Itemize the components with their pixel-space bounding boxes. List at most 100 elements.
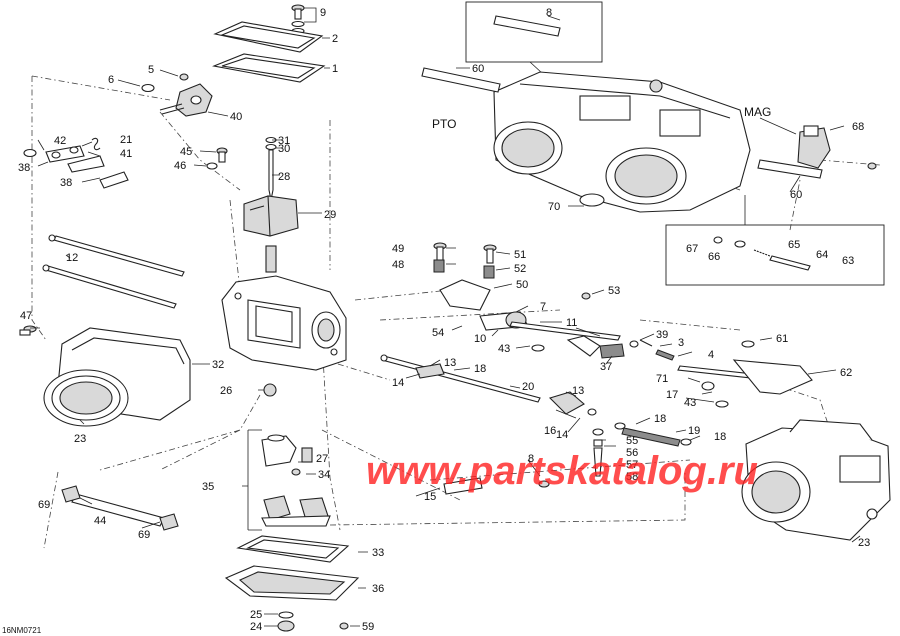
callout-53: 53 [608,285,620,297]
callout-31: 31 [278,135,290,147]
watermark-text: www.partskatalog.ru [366,449,758,493]
callout-35: 35 [202,481,214,493]
callout-39: 39 [656,329,668,341]
callout-56: 56 [626,447,638,459]
screw-68 [867,162,877,170]
callout-21: 21 [120,134,132,146]
callout-38-top: 38 [18,162,30,174]
callout-37: 37 [600,361,612,373]
callout-30: 30 [278,143,290,155]
callout-71: 71 [656,373,668,385]
callout-60-top: 60 [472,63,484,75]
callout-8-center: 8 [528,453,534,465]
callout-27: 27 [316,453,328,465]
bowl-gasket-33 [236,535,350,563]
callout-18-lower: 18 [714,431,726,443]
callout-32: 32 [212,359,224,371]
rod-60-top [421,67,501,93]
float-bowl-36 [224,565,360,601]
callout-59: 59 [362,621,374,633]
callout-44: 44 [94,515,106,527]
callout-23-right: 23 [858,537,870,549]
callout-19: 19 [688,425,700,437]
rod-8-top [493,15,561,37]
callout-61: 61 [776,333,788,345]
callout-24: 24 [250,621,262,633]
throttle-body-main [221,275,347,371]
callout-3: 3 [678,337,684,349]
needle-valve-55-58 [592,428,604,477]
callout-66: 66 [708,251,720,263]
callout-69-right: 69 [138,529,150,541]
plug-70 [579,193,605,207]
screw-59 [339,622,349,630]
callout-1: 1 [332,63,338,75]
washer-6 [141,83,155,93]
callout-67: 67 [686,243,698,255]
callout-17: 17 [666,389,678,401]
lever-11 [566,335,601,357]
callout-43-right: 43 [684,397,696,409]
callout-14-right: 14 [556,429,568,441]
clip-5 [179,73,189,81]
label-pto: PTO [432,117,456,131]
callout-64: 64 [816,249,828,261]
callout-9: 9 [320,7,326,19]
callout-5: 5 [148,64,154,76]
screw-53 [581,292,591,300]
callout-54: 54 [432,327,444,339]
nut-26 [263,383,277,397]
callout-12: 12 [66,252,78,264]
callout-41: 41 [120,148,132,160]
assembly-line-left [31,75,331,549]
sensor-68 [797,125,831,169]
callout-28: 28 [278,171,290,183]
drain-plug-24 [277,620,295,632]
cover-plate-2 [213,21,324,53]
screw-45-46 [206,147,228,170]
callout-43-center: 43 [498,343,510,355]
callout-26: 26 [220,385,232,397]
carburetor-right [741,419,891,541]
callout-13-left: 13 [444,357,456,369]
callout-18-upper: 18 [654,413,666,425]
assembly-line-right [639,159,881,431]
needle-28 [265,136,277,201]
inset-parts-63-67 [713,236,811,271]
lever-16 [548,391,597,416]
callout-47: 47 [20,310,32,322]
shaft-rods-14-20 [380,354,541,403]
pin-part-top [265,245,277,273]
callout-50: 50 [516,279,528,291]
callout-62: 62 [840,367,852,379]
rod-60-lower [757,159,823,179]
choke-lever-40 [159,83,213,117]
callout-65: 65 [788,239,800,251]
callout-23-left: 23 [74,433,86,445]
callout-18-mid: 18 [474,363,486,375]
shaft-11 [509,321,621,341]
callout-2: 2 [332,33,338,45]
bracket-50 [439,279,491,311]
screws-39-3-4 [629,339,675,361]
callout-15: 15 [424,491,436,503]
hose-44 [61,485,179,531]
inset-box-top [465,1,603,63]
callout-10: 10 [474,333,486,345]
twin-carburetor-assembly [493,71,751,213]
callout-49: 49 [392,243,404,255]
bracket-61-62 [732,340,813,395]
leader-lines [30,7,861,627]
callout-40: 40 [230,111,242,123]
callout-58: 58 [626,471,638,483]
callout-45: 45 [180,146,192,158]
spring-19 [614,422,692,447]
linkage-clips-41-42 [23,137,129,189]
screw-47 [19,325,37,336]
assembly-line-center [99,289,691,531]
callout-60-right: 60 [790,189,802,201]
callout-52: 52 [514,263,526,275]
spring-rod-12 [42,234,185,309]
callout-16: 16 [544,425,556,437]
